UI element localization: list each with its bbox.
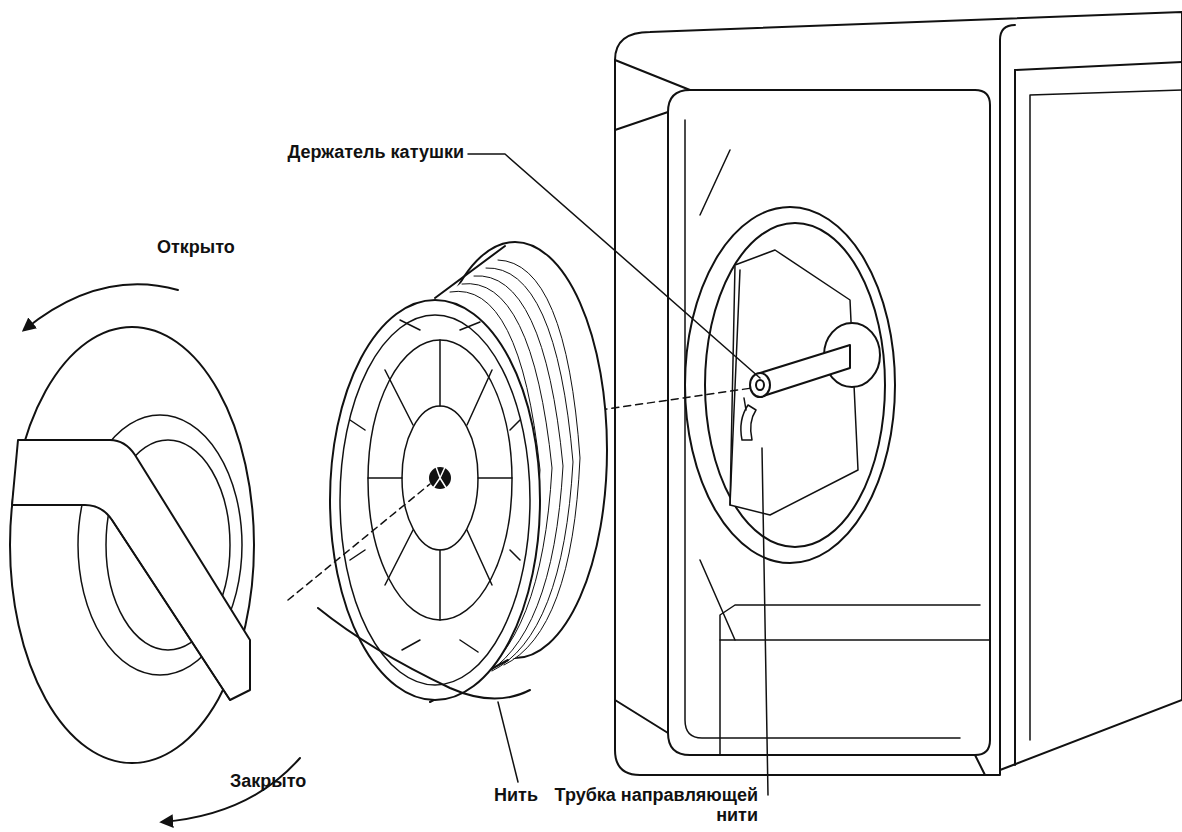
part-label: Закрыто — [230, 772, 306, 792]
part-label: Открыто — [157, 238, 235, 258]
part-label: Держатель катушки — [287, 143, 464, 163]
part-label: Трубка направляющей нити — [543, 786, 758, 826]
part-label: Нить — [494, 786, 538, 806]
